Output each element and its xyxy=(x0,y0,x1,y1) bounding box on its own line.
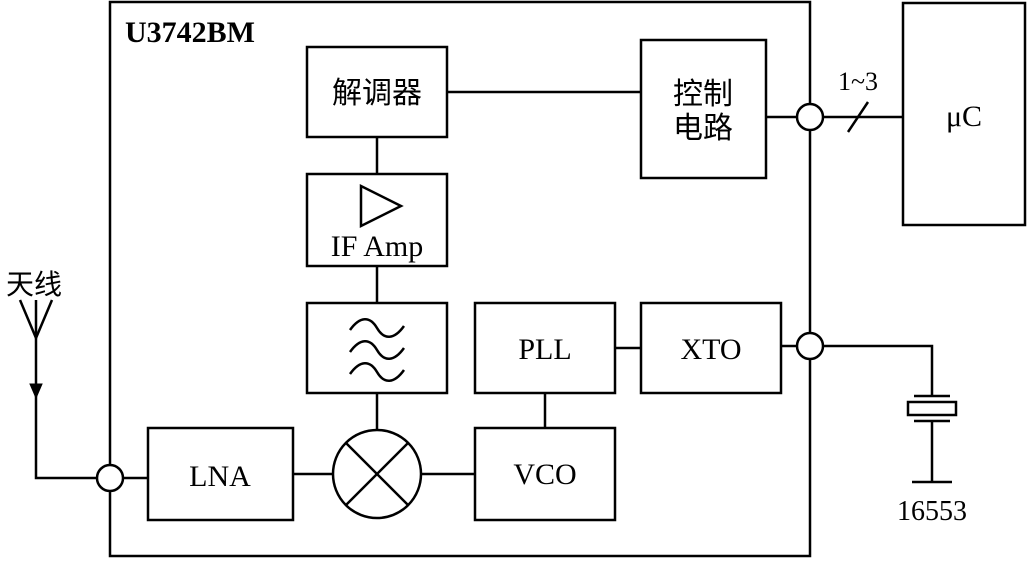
vco-label: VCO xyxy=(513,458,576,491)
crystal-wire-top xyxy=(823,344,934,396)
antenna-label: 天线 xyxy=(6,269,62,301)
if-amp-label: IF Amp xyxy=(331,230,424,263)
control-label-line1: 控制 xyxy=(673,78,733,111)
if-amp-block xyxy=(305,172,449,268)
lna-label: LNA xyxy=(189,460,251,493)
antenna-pin xyxy=(95,463,125,493)
bus-width-label: 1~3 xyxy=(838,67,878,96)
microcontroller-block xyxy=(901,1,1027,227)
antenna-wire xyxy=(34,398,97,480)
figure-number: 16553 xyxy=(897,496,967,527)
microcontroller-label: μC xyxy=(946,100,982,133)
pll-block xyxy=(473,301,617,395)
antenna-icon xyxy=(18,299,54,400)
control-label-line2: 电路 xyxy=(673,112,733,145)
control-pin xyxy=(795,102,825,132)
control-circuit-block xyxy=(639,38,768,180)
pll-label: PLL xyxy=(518,333,571,366)
lna-block xyxy=(146,426,295,522)
xto-label: XTO xyxy=(680,333,741,366)
crystal-icon xyxy=(906,394,958,423)
crystal-pin xyxy=(795,331,825,361)
mixer-icon xyxy=(331,428,423,520)
bus-slash xyxy=(846,101,870,133)
chip-outline xyxy=(108,0,812,558)
amplifier-triangle-icon xyxy=(359,183,404,229)
filter-icon xyxy=(348,318,406,382)
demodulator-label: 解调器 xyxy=(332,77,422,110)
chip-name: U3742BM xyxy=(125,16,255,49)
vco-block xyxy=(473,426,617,522)
xto-block xyxy=(639,301,783,395)
